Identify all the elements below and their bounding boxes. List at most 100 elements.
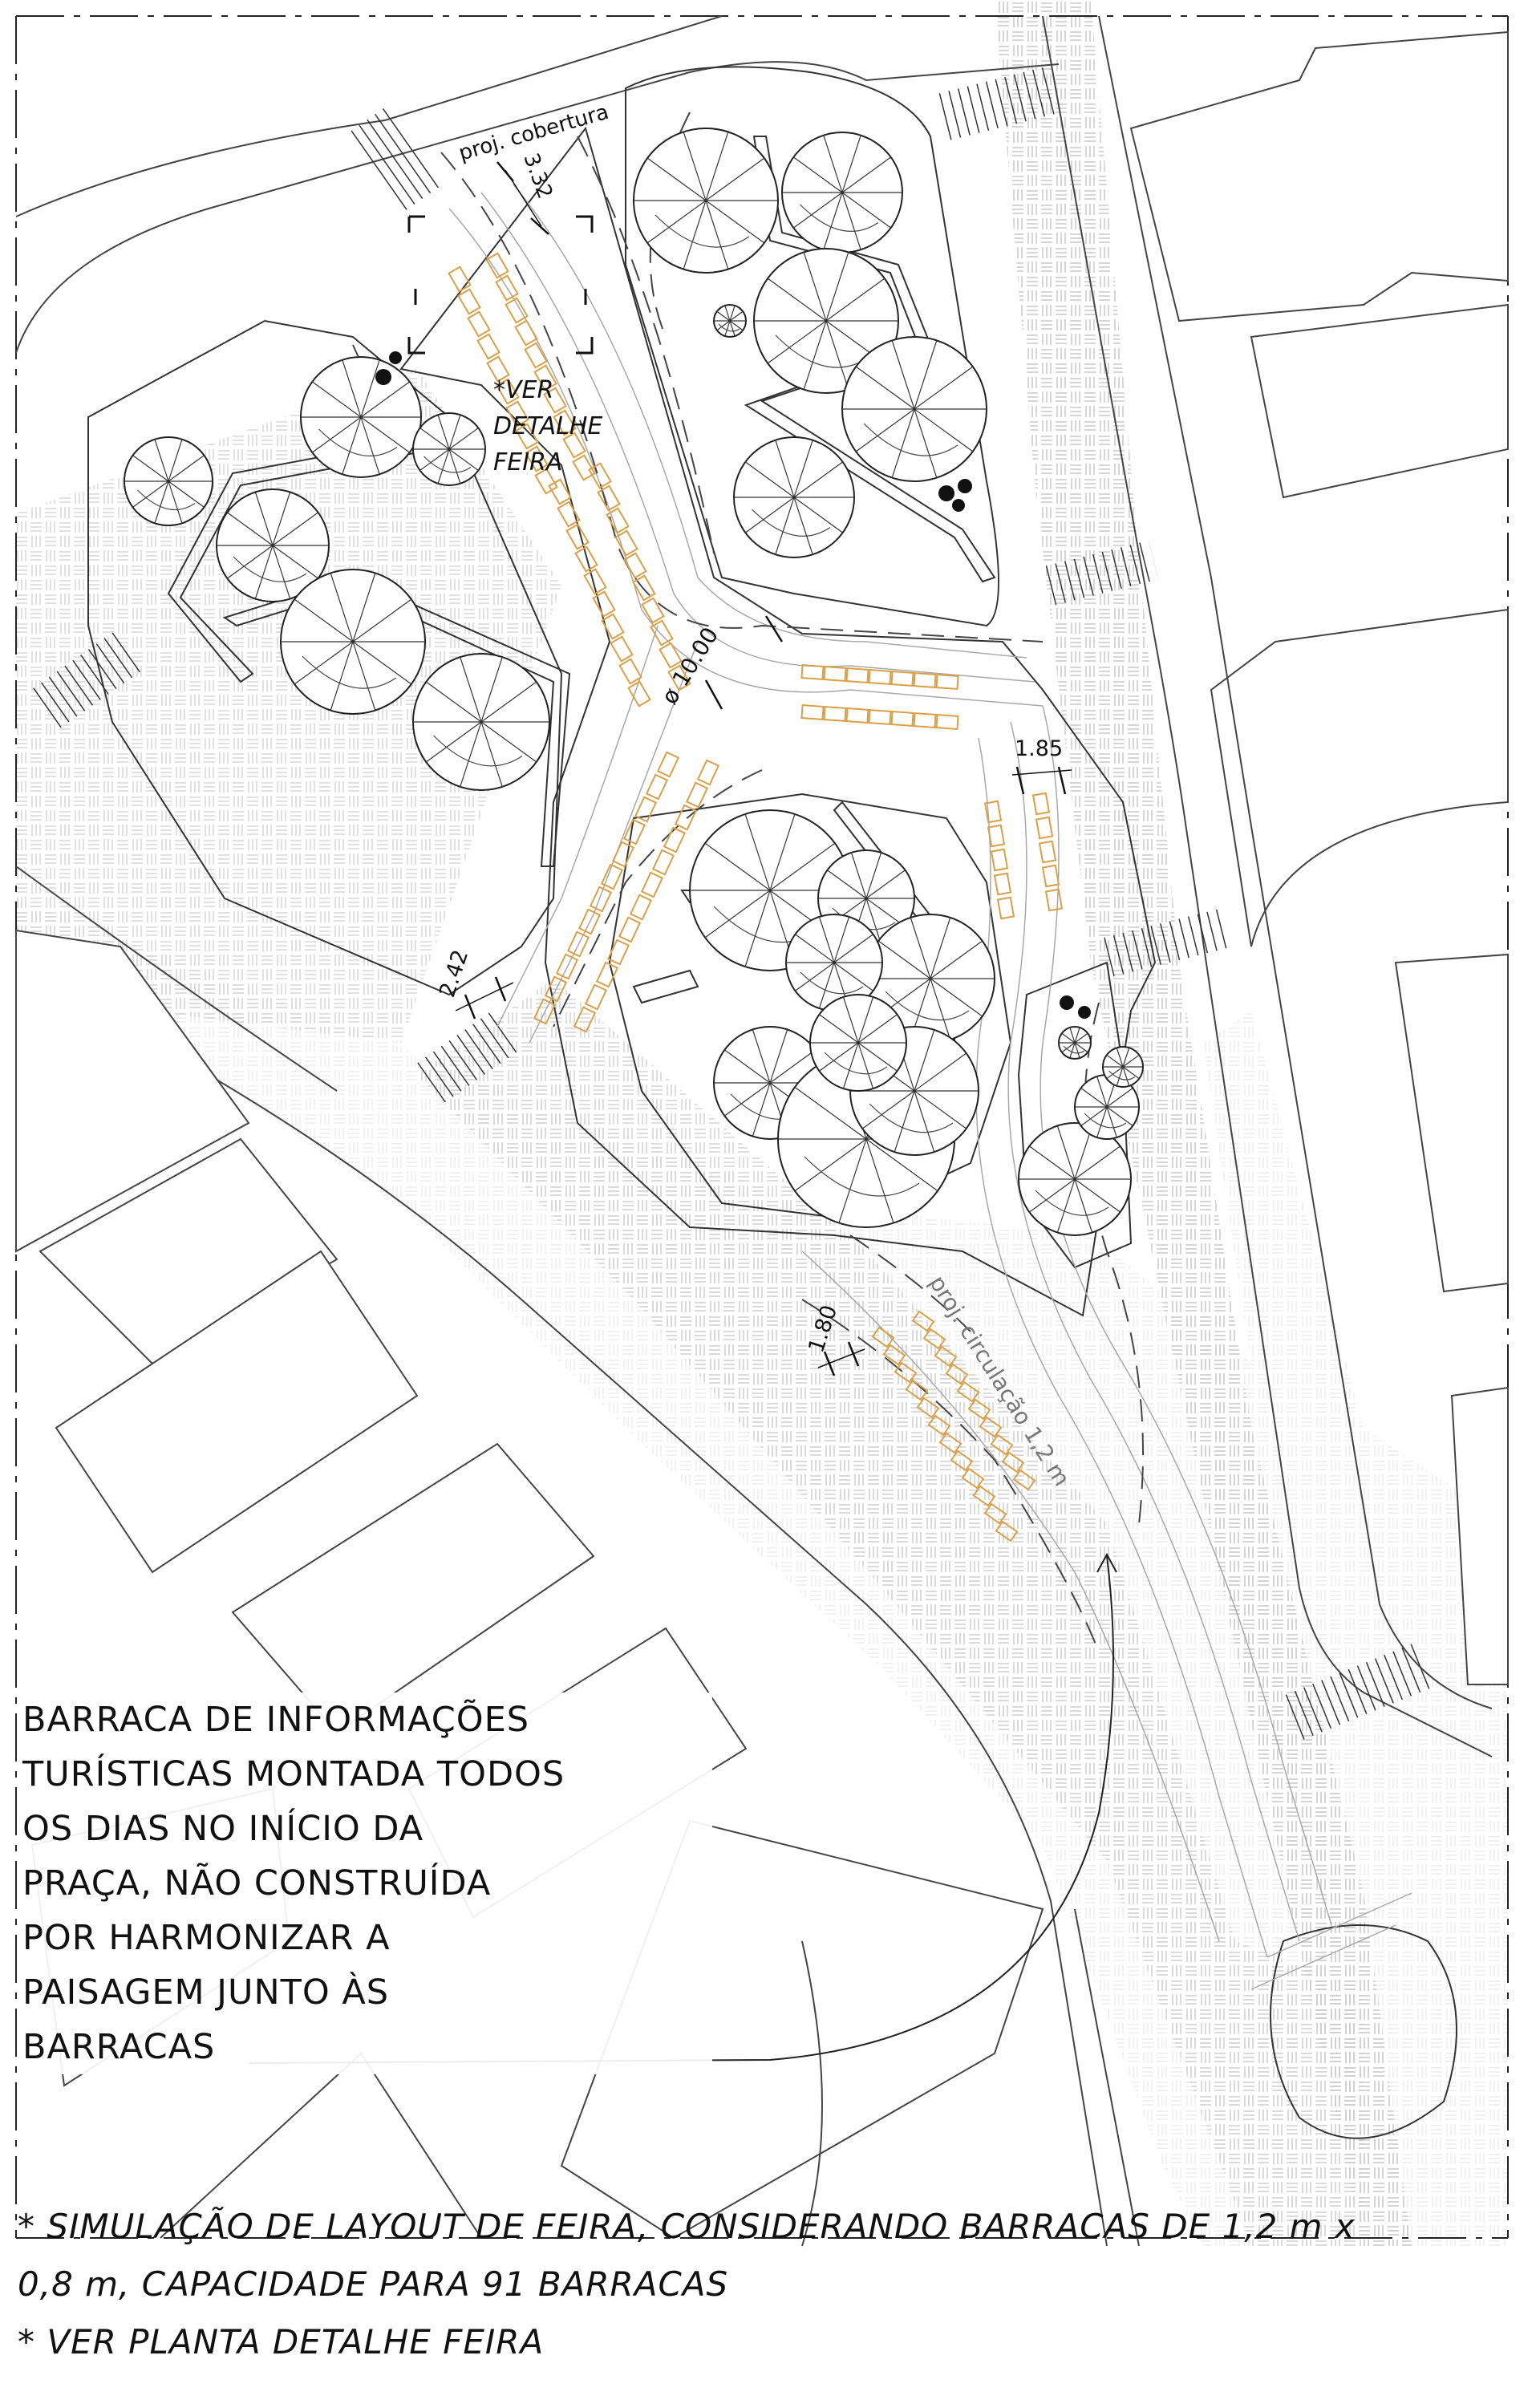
market-stall [1038, 840, 1057, 864]
market-stall [871, 1326, 895, 1348]
market-stall [573, 1006, 597, 1033]
market-stall [622, 818, 646, 845]
market-stall [641, 597, 665, 624]
market-stall [916, 1397, 940, 1419]
market-stall [629, 894, 653, 921]
market-stall [533, 364, 557, 391]
market-stall [905, 1379, 929, 1401]
market-stall [972, 1485, 996, 1507]
market-stall [572, 454, 596, 481]
tree-canopy [412, 412, 486, 486]
tree-canopy [753, 248, 899, 394]
callout-line: TURÍSTICAS MONTADA TODOS [22, 1754, 565, 1794]
dimension-3-32: 3.32 [518, 150, 557, 202]
market-stall [1031, 792, 1051, 816]
market-stalls [448, 252, 1064, 1543]
market-stall [457, 288, 481, 315]
market-stall [634, 796, 658, 823]
market-stall [1035, 816, 1054, 840]
market-stall [696, 759, 720, 786]
market-stall [574, 545, 598, 573]
market-stall [935, 714, 959, 730]
market-stall [945, 1363, 969, 1385]
footnotes: * SIMULAÇÃO DE LAYOUT DE FEIRA, CONSIDER… [18, 2198, 1534, 2371]
market-stall [987, 824, 1006, 848]
market-stall [956, 1380, 980, 1403]
callout-line: PAISAGEM JUNTO ÀS [22, 1972, 390, 2013]
market-stall [592, 590, 616, 618]
market-stall [823, 666, 847, 682]
market-stall [611, 841, 635, 868]
market-stall [935, 674, 959, 690]
market-stall [548, 478, 572, 505]
market-stall [983, 1502, 1007, 1525]
market-stall [890, 671, 914, 687]
tree-canopy [1018, 1122, 1132, 1236]
market-stall [614, 529, 638, 557]
market-stall [448, 266, 472, 293]
market-stall [515, 423, 539, 450]
market-stall [606, 938, 630, 966]
market-stall [555, 953, 579, 980]
market-stall [640, 871, 664, 898]
tree-canopy [216, 489, 330, 602]
dimension-marks [455, 161, 1072, 1376]
shrubs [375, 351, 1091, 1019]
market-stall [601, 613, 625, 640]
market-stall [1012, 1469, 1036, 1491]
market-stall [533, 998, 557, 1025]
market-stall [1041, 864, 1060, 888]
market-stall [990, 848, 1009, 872]
market-stall [961, 1467, 985, 1490]
market-stall [934, 1345, 958, 1368]
market-stall [553, 409, 577, 436]
trees [124, 128, 1144, 1236]
market-stall [996, 896, 1015, 920]
market-stall [656, 751, 680, 778]
callout-line: PRAÇA, NÃO CONSTRUÍDA [22, 1863, 492, 1903]
dimension-2-42: 2.42 [435, 947, 473, 1000]
callout-line: OS DIAS NO INÍCIO DA [22, 1809, 424, 1849]
tree-canopy [785, 914, 883, 1011]
tree-canopy [1102, 1046, 1144, 1088]
market-stall [663, 826, 687, 853]
market-stall [979, 1416, 1003, 1438]
market-stall [618, 658, 642, 685]
tree-canopy [1074, 1074, 1140, 1140]
market-stall [922, 1328, 946, 1350]
market-stall [623, 552, 647, 579]
market-stall [610, 635, 634, 663]
market-stall [496, 378, 520, 405]
market-stall [927, 1414, 951, 1437]
market-stall [894, 1361, 918, 1384]
market-stall [983, 800, 1003, 824]
market-stall [476, 333, 500, 360]
tree-canopy [809, 994, 907, 1092]
market-stall [606, 507, 630, 534]
ver-detalhe-line-2: DETALHE [493, 412, 602, 440]
market-stall [882, 1344, 906, 1366]
market-stall [823, 706, 847, 722]
tree-canopy [713, 304, 747, 338]
market-stall [651, 849, 675, 876]
tourist-info-callout: BARRACA DE INFORMAÇÕES TURÍSTICAS MONTAD… [22, 1693, 712, 2074]
footnote-see-detail: * VER PLANTA DETALHE FEIRA [18, 2322, 545, 2361]
market-stall [566, 930, 590, 958]
market-stall [1044, 888, 1064, 912]
market-stall [868, 669, 892, 685]
market-stall [890, 711, 914, 727]
market-stall [938, 1432, 962, 1454]
market-stall [524, 342, 548, 369]
tree-canopy [412, 653, 550, 791]
market-stall [913, 672, 937, 688]
tree-canopy [1058, 1026, 1092, 1060]
market-stall [627, 680, 651, 707]
market-stall [685, 781, 709, 809]
market-stall [650, 619, 674, 647]
tree-canopy [300, 356, 422, 478]
tree-canopy [124, 436, 213, 526]
market-stall [995, 1520, 1019, 1543]
market-stall [990, 1433, 1014, 1456]
tree-canopy [280, 569, 426, 715]
market-stall [845, 667, 869, 683]
